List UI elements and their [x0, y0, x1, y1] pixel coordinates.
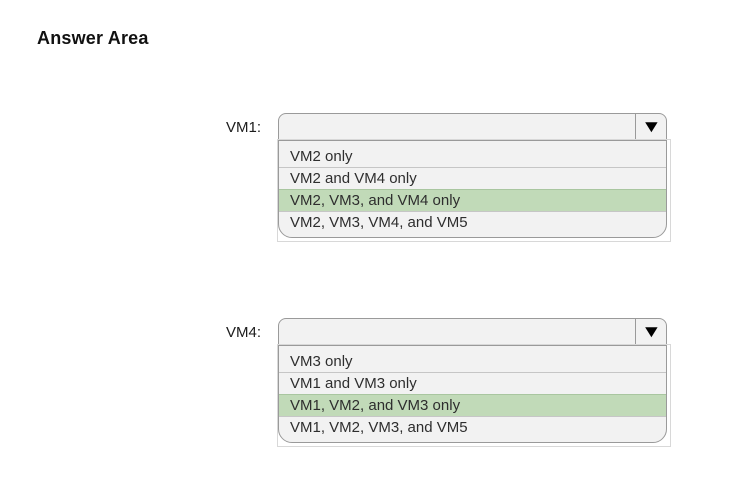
vm4-label: VM4: [225, 324, 261, 341]
vm1-option-4[interactable]: VM2, VM3, VM4, and VM5 [279, 211, 666, 233]
vm4-options-list: VM3 only VM1 and VM3 only VM1, VM2, and … [278, 345, 667, 443]
page-title: Answer Area [37, 28, 149, 48]
dropdown-arrow-icon: ▼ [640, 322, 662, 341]
vm1-dropdown-closed-box[interactable]: ▼ [278, 113, 667, 140]
vm4-option-3[interactable]: VM1, VM2, and VM3 only [279, 394, 666, 416]
vm1-options-popup: VM2 only VM2 and VM4 only VM2, VM3, and … [277, 139, 671, 242]
vm4-option-4[interactable]: VM1, VM2, VM3, and VM5 [279, 416, 666, 438]
vm4-options-popup: VM3 only VM1 and VM3 only VM1, VM2, and … [277, 344, 671, 447]
vm4-option-2[interactable]: VM1 and VM3 only [279, 372, 666, 394]
vm4-question-group: VM4: ▼ VM3 only VM1 and VM3 only VM1, VM… [226, 318, 671, 447]
vm1-dropdown-arrow-button[interactable]: ▼ [635, 114, 666, 139]
vm4-dropdown-closed-box[interactable]: ▼ [278, 318, 667, 345]
vm1-question-group: VM1: ▼ VM2 only VM2 and VM4 only VM2, VM… [226, 113, 671, 242]
dropdown-arrow-icon: ▼ [640, 117, 662, 136]
vm1-option-2[interactable]: VM2 and VM4 only [279, 167, 666, 189]
vm1-label: VM1: [225, 119, 261, 136]
vm4-dropdown-arrow-button[interactable]: ▼ [635, 319, 666, 344]
vm1-option-3[interactable]: VM2, VM3, and VM4 only [279, 189, 666, 211]
vm4-option-1[interactable]: VM3 only [290, 353, 353, 370]
vm1-options-list: VM2 only VM2 and VM4 only VM2, VM3, and … [278, 140, 667, 238]
vm1-option-1[interactable]: VM2 only [290, 148, 353, 165]
